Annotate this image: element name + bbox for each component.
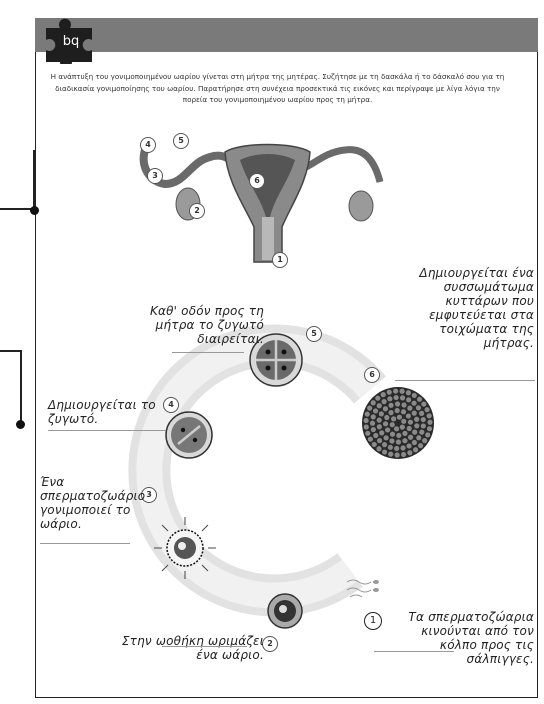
svg-text:bq: bq bbox=[63, 34, 80, 49]
uterus-label-3: 3 bbox=[147, 168, 163, 184]
stage-num-2: 2 bbox=[262, 636, 278, 652]
uterus-label-5: 5 bbox=[173, 133, 189, 149]
connector-vline-bottom bbox=[20, 350, 22, 422]
bullet-dot-bottom bbox=[16, 420, 25, 429]
header-bar bbox=[35, 18, 538, 52]
caption-stage-6: Δημιουργείται ένα συσσωμάτωμα κυττάρων π… bbox=[404, 266, 534, 350]
caption-underline-1 bbox=[374, 651, 454, 652]
bullet-dot-top bbox=[30, 206, 39, 215]
fertilized-egg bbox=[152, 515, 218, 581]
stage-num-5: 5 bbox=[306, 326, 322, 342]
caption-underline-5 bbox=[172, 352, 244, 353]
caption-underline-2 bbox=[162, 646, 247, 647]
caption-stage-1: Τα σπερματοζώαρια κινούνται από τον κόλπ… bbox=[386, 610, 534, 666]
stage-num-4: 4 bbox=[163, 397, 179, 413]
uterus-label-4: 4 bbox=[140, 137, 156, 153]
caption-stage-4: Δημιουργείται το ζυγωτό. bbox=[48, 398, 163, 426]
stage-num-1: 1 bbox=[364, 612, 382, 630]
morula-cluster bbox=[360, 385, 436, 461]
uterus-diagram bbox=[130, 122, 400, 272]
connector-line-top bbox=[0, 208, 33, 210]
caption-stage-2: Στην ωοθήκη ωριμάζει ένα ωάριο. bbox=[104, 634, 264, 662]
caption-underline-6 bbox=[395, 380, 535, 381]
mature-egg bbox=[266, 592, 304, 630]
caption-underline-4 bbox=[48, 430, 166, 431]
intro-text: Η ανάπτυξη του γονιμοποιημένου ωαρίου γί… bbox=[45, 71, 510, 106]
two-cell-embryo bbox=[164, 410, 214, 460]
connector-line-bottom bbox=[0, 350, 20, 352]
uterus-label-6: 6 bbox=[249, 173, 265, 189]
caption-underline-3 bbox=[40, 543, 130, 544]
puzzle-icon: bq bbox=[40, 18, 100, 64]
connector-vline-top bbox=[33, 150, 35, 208]
uterus-label-2: 2 bbox=[189, 203, 205, 219]
sperm-sketch bbox=[342, 570, 387, 610]
caption-stage-3: Ένα σπερματοζωάριο γονιμοποιεί το ωάριο. bbox=[40, 475, 140, 531]
stage-num-6: 6 bbox=[364, 367, 380, 383]
uterus-label-1: 1 bbox=[272, 252, 288, 268]
caption-stage-5: Καθ' οδόν προς τη μήτρα το ζυγωτό διαιρε… bbox=[134, 304, 264, 346]
